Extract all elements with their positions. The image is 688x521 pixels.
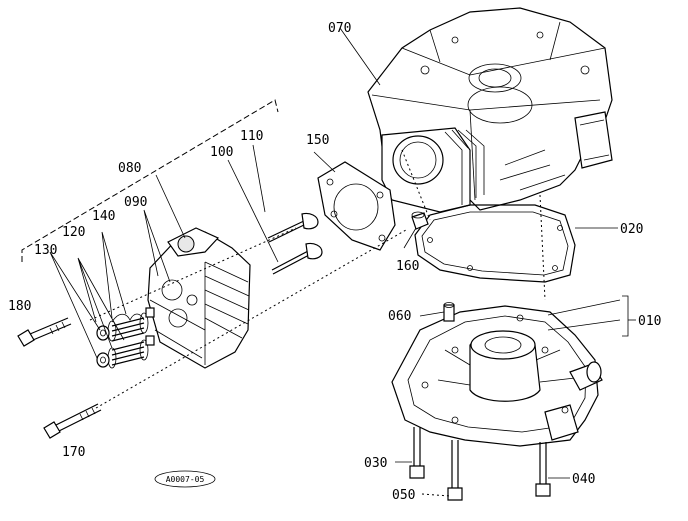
cover-bolt-050 <box>447 440 463 501</box>
callout-120: 120 <box>62 225 85 240</box>
reference-code: A0007-05 <box>166 475 205 484</box>
valve-spring-upper <box>107 312 149 342</box>
callout-160: 160 <box>396 259 419 274</box>
callout-020: 020 <box>620 222 643 237</box>
callout-090: 090 <box>124 195 147 210</box>
crankcase-gasket <box>414 204 576 283</box>
callout-080: 080 <box>118 161 141 176</box>
valve-spring-lower <box>107 339 149 369</box>
callout-labels: 070 150 110 100 080 090 140 120 130 180 … <box>8 21 661 503</box>
crankcase-cover <box>391 305 603 447</box>
dowel-pin <box>411 211 429 230</box>
assembly-bracket <box>21 99 279 262</box>
intake-valve <box>267 212 319 243</box>
reference-code-badge: A0007-05 <box>154 470 216 488</box>
cover-bolt-040 <box>535 442 551 497</box>
callout-180: 180 <box>8 299 31 314</box>
callout-050: 050 <box>392 488 415 503</box>
cover-bolt-030 <box>409 427 425 479</box>
callout-010: 010 <box>638 314 661 329</box>
callout-070: 070 <box>328 21 351 36</box>
breather-plug <box>443 302 455 322</box>
head-bolt-short <box>17 317 72 347</box>
exhaust-valve <box>271 242 323 275</box>
head-bolt-long <box>43 403 102 439</box>
callout-060: 060 <box>388 309 411 324</box>
cylinder-head <box>147 227 251 369</box>
callout-150: 150 <box>306 133 329 148</box>
callout-110: 110 <box>240 129 263 144</box>
head-gasket <box>317 161 396 251</box>
valve-stem-seal-upper <box>145 307 155 318</box>
leader-lines <box>49 27 636 497</box>
callout-100: 100 <box>210 145 233 160</box>
callout-040: 040 <box>572 472 595 487</box>
crankcase-block <box>367 7 613 213</box>
callout-170: 170 <box>62 445 85 460</box>
callout-140: 140 <box>92 209 115 224</box>
valve-stem-seal-lower <box>145 335 155 346</box>
callout-030: 030 <box>364 456 387 471</box>
spring-retainer-lower <box>96 352 110 368</box>
callout-130: 130 <box>34 243 57 258</box>
